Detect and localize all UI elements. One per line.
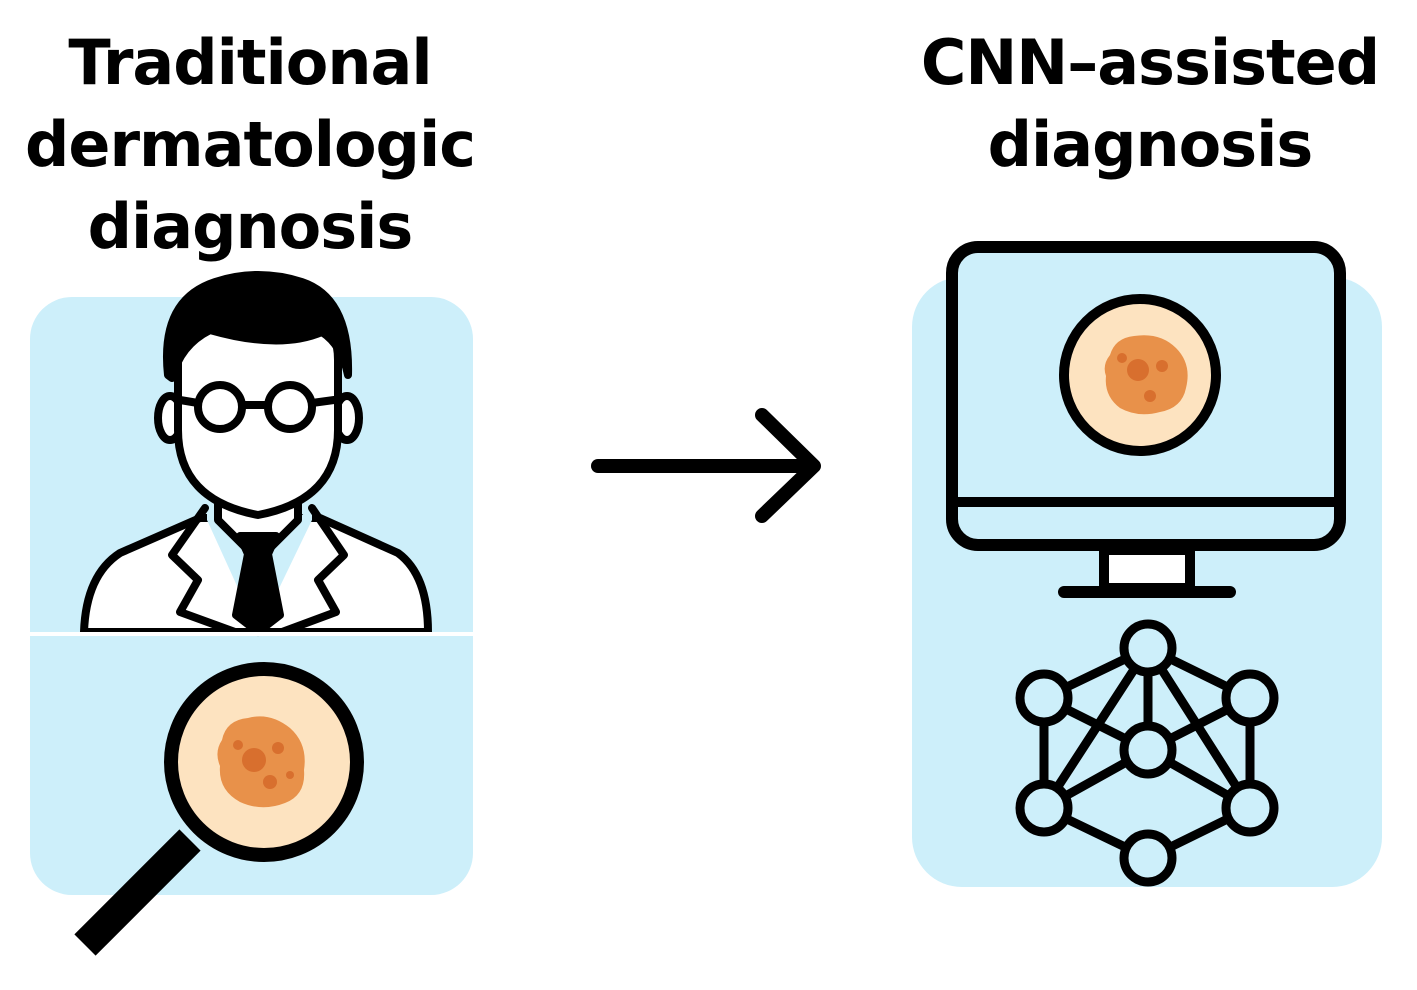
network-node (1119, 721, 1177, 779)
left-title-line-1: Traditional (68, 26, 432, 99)
right-title-line-2: diagnosis (987, 108, 1314, 181)
doctor-icon (80, 271, 432, 636)
network-node (1015, 669, 1073, 727)
left-title-line-3: diagnosis (87, 190, 414, 263)
right-title: CNN–assisted diagnosis (890, 22, 1410, 186)
left-title-line-2: dermatologic (25, 108, 476, 181)
arrow-right-icon (591, 408, 821, 523)
network-node (1119, 829, 1177, 887)
monitor-icon (946, 241, 1346, 598)
network-node (1015, 779, 1073, 837)
magnifier-icon (74, 662, 364, 956)
network-node (1119, 619, 1177, 677)
left-title: Traditional dermatologic diagnosis (10, 22, 490, 268)
network-node (1221, 779, 1279, 837)
network-node (1221, 669, 1279, 727)
right-title-line-1: CNN–assisted (920, 26, 1380, 99)
neural-network-icon (1015, 619, 1279, 887)
